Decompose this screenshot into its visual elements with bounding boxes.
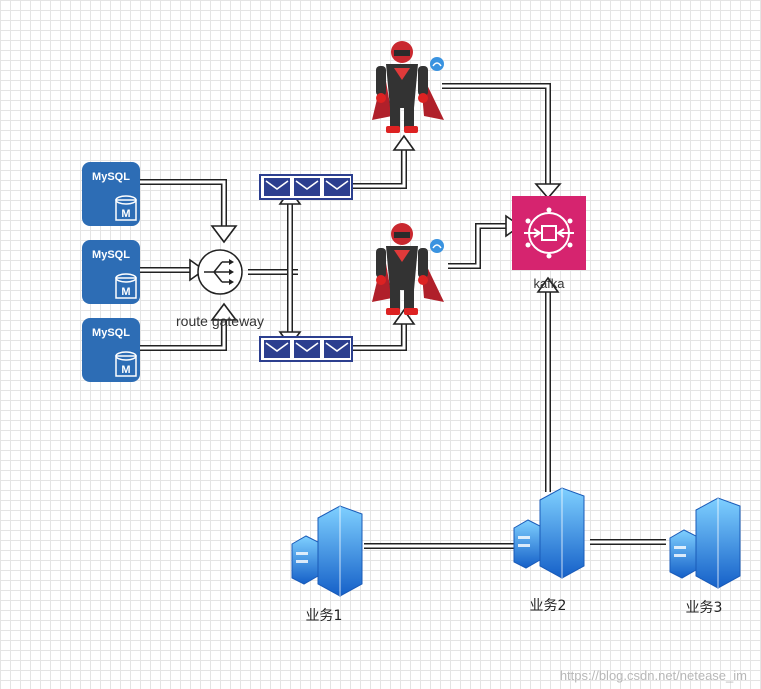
- service2-label: 业务2: [530, 598, 567, 614]
- queue-node-2[interactable]: [259, 336, 353, 362]
- service3-label: 业务3: [686, 600, 723, 616]
- mysql-node-1[interactable]: MySQL M: [82, 162, 140, 226]
- connectors: [140, 83, 666, 549]
- mysql-sub: M: [121, 286, 130, 298]
- service1-label: 业务1: [306, 608, 343, 624]
- mysql-sub: M: [121, 208, 130, 220]
- mysql-sub: M: [121, 364, 130, 376]
- mysql-node-2[interactable]: MySQL M: [82, 240, 140, 304]
- server-node-3[interactable]: [669, 497, 741, 589]
- mysql-label: MySQL: [92, 249, 130, 261]
- gateway-label: route gateway: [176, 313, 264, 329]
- consumer-hero-1[interactable]: [372, 41, 444, 133]
- server-node-1[interactable]: [291, 505, 363, 597]
- mysql-label: MySQL: [92, 327, 130, 339]
- consumer-hero-2[interactable]: [372, 223, 444, 315]
- mysql-label: MySQL: [92, 171, 130, 183]
- kafka-label: kafka: [533, 276, 565, 291]
- kafka-node[interactable]: [512, 196, 586, 270]
- queue-node-1[interactable]: [259, 174, 353, 200]
- mysql-node-3[interactable]: MySQL M: [82, 318, 140, 382]
- watermark: https://blog.csdn.net/netease_im: [559, 668, 747, 683]
- route-gateway-node[interactable]: [197, 249, 243, 295]
- server-node-2[interactable]: [513, 487, 585, 579]
